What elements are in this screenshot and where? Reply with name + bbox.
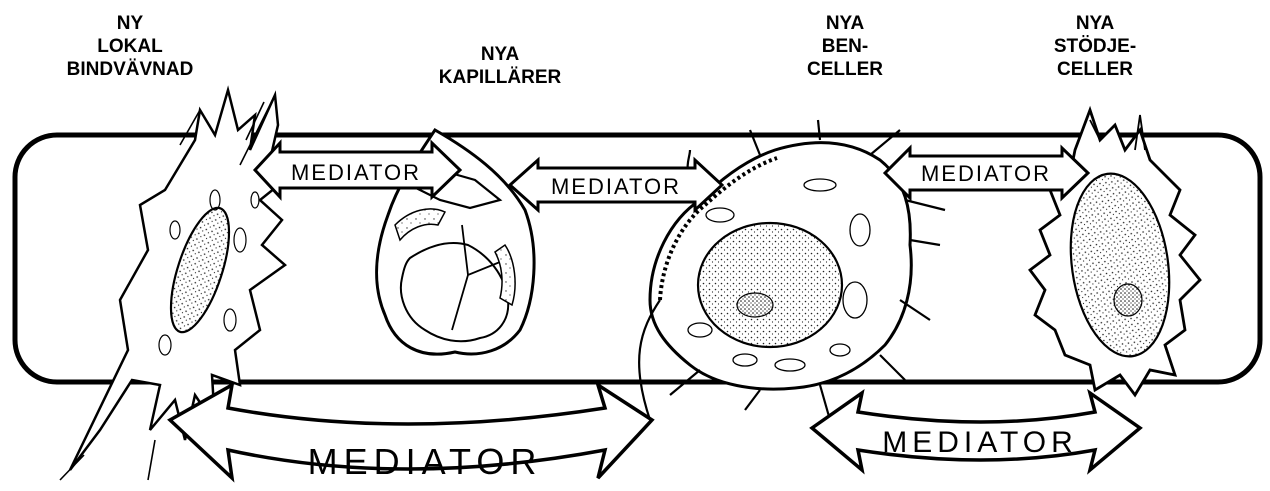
mediator-arrow-top-right: MEDIATOR	[885, 148, 1088, 198]
mediator-label: MEDIATOR	[882, 426, 1078, 459]
mediator-arrow-top-left: MEDIATOR	[255, 143, 460, 197]
mediator-label: MEDIATOR	[308, 441, 543, 482]
mediator-label: MEDIATOR	[921, 161, 1051, 186]
mediator-arrow-bottom-right: MEDIATOR	[812, 393, 1140, 470]
mediator-arrow-top-middle: MEDIATOR	[510, 160, 722, 210]
mediator-arrow-bottom-left: MEDIATOR	[170, 385, 652, 482]
support-cell	[1030, 110, 1200, 395]
mediator-label: MEDIATOR	[551, 174, 681, 199]
mediator-label: MEDIATOR	[291, 160, 421, 185]
